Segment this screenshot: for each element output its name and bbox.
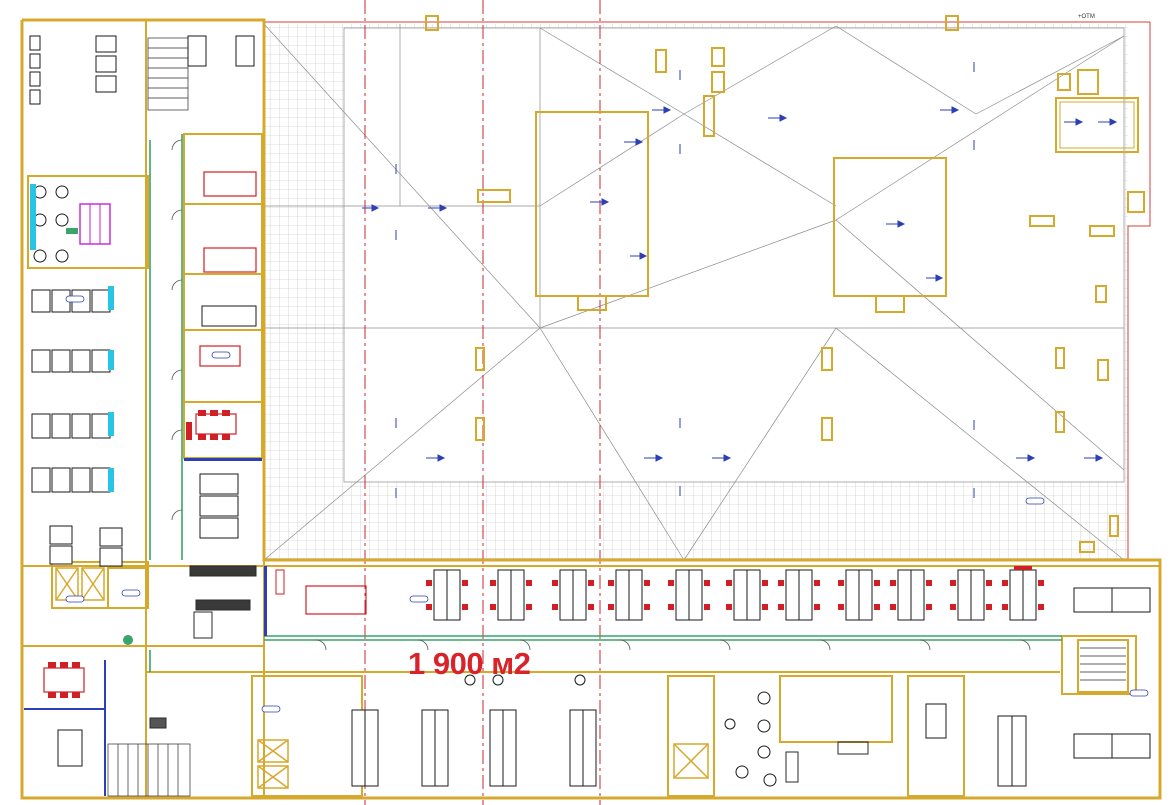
workstations-left bbox=[29, 35, 257, 767]
room-tags bbox=[65, 295, 1149, 713]
equipment-racks bbox=[149, 565, 869, 783]
partitions bbox=[27, 133, 1137, 797]
red-chairs bbox=[48, 410, 230, 698]
door-swing-icon bbox=[171, 139, 1031, 651]
roof-level-note: +ОТМ bbox=[1078, 14, 1095, 20]
slope-arrow-icon bbox=[362, 62, 1118, 498]
blue-accents bbox=[24, 458, 267, 796]
elevator-shaft-icon bbox=[55, 567, 709, 789]
roof-equipment bbox=[425, 15, 1145, 553]
roof-edge-red bbox=[264, 21, 1151, 560]
glass-partitions bbox=[149, 134, 1062, 672]
wc-fixture-icon bbox=[30, 184, 133, 645]
stair-icon bbox=[107, 37, 1126, 797]
red-chairs-north-row bbox=[426, 566, 1044, 610]
roof-terrace bbox=[263, 23, 1128, 561]
axis-lines bbox=[364, 0, 601, 805]
workstations-south-row bbox=[351, 703, 1027, 787]
workstations-north-row bbox=[433, 569, 1151, 759]
round-tables bbox=[33, 185, 777, 787]
floor-area-label: 1 900 м2 bbox=[408, 646, 531, 681]
